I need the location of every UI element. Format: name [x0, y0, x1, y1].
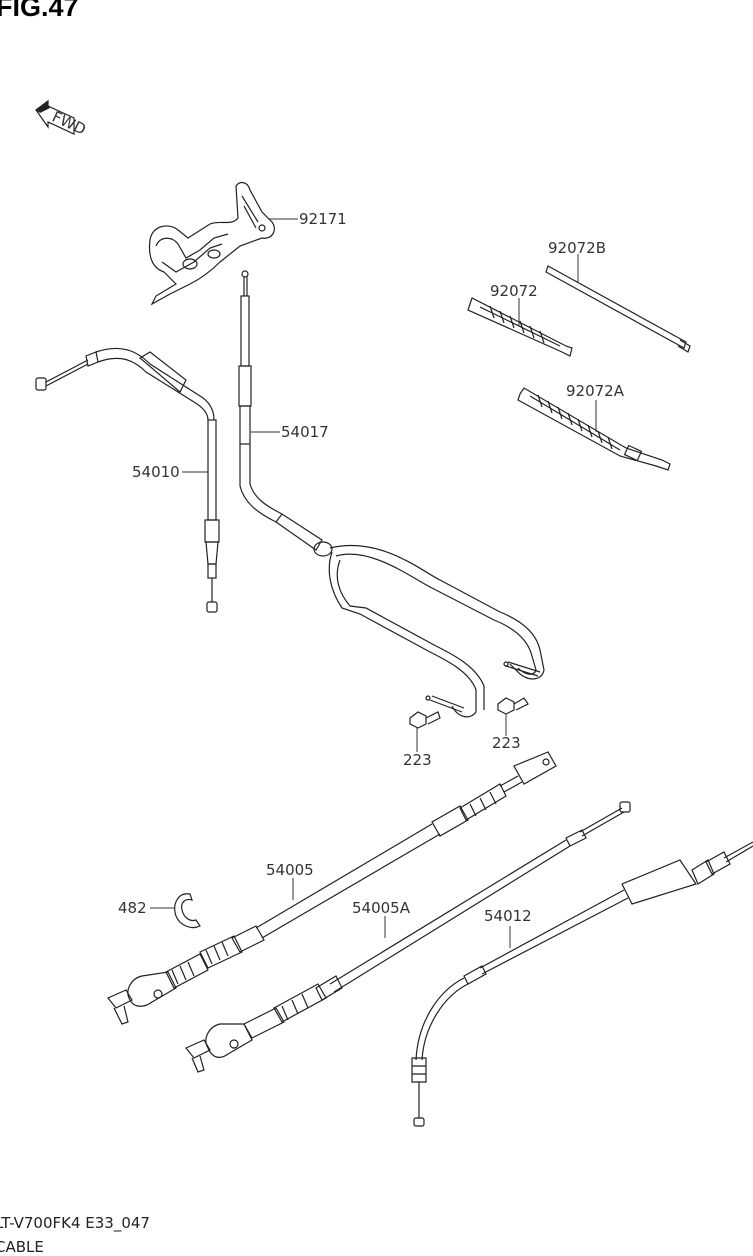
part-54010-choke-cable — [35, 347, 220, 613]
label-92072: 92072 — [490, 282, 538, 300]
label-54012: 54012 — [484, 907, 532, 925]
part-92072A-cable-tie — [517, 387, 671, 471]
fwd-arrow-icon: FWD — [35, 99, 89, 139]
part-482-clip — [174, 893, 201, 929]
section-name: CABLE — [0, 1238, 44, 1256]
part-54012-reverse-cable — [411, 841, 753, 1127]
part-92072-cable-tie — [467, 297, 573, 357]
part-223-screw-left — [409, 711, 441, 729]
label-223-right: 223 — [492, 734, 521, 752]
part-54005A-brake-cable — [185, 801, 631, 1073]
fwd-label: FWD — [49, 108, 88, 139]
label-92072A: 92072A — [566, 382, 625, 400]
label-92171: 92171 — [299, 210, 347, 228]
label-482: 482 — [118, 899, 147, 917]
part-92072B-cable-tie — [545, 265, 691, 353]
label-54017: 54017 — [281, 423, 329, 441]
figure-title: FIG.47 — [0, 0, 79, 22]
label-54005: 54005 — [266, 861, 314, 879]
label-54005A: 54005A — [352, 899, 411, 917]
part-223-screw-right — [497, 697, 529, 715]
model-code: LT-V700FK4 E33_047 — [0, 1214, 150, 1232]
label-54010: 54010 — [132, 463, 180, 481]
label-223-left: 223 — [403, 751, 432, 769]
part-92171-bracket — [148, 181, 275, 306]
part-54005-brake-cable — [107, 751, 557, 1025]
label-92072B: 92072B — [548, 239, 606, 257]
part-54017-throttle-cable — [238, 270, 545, 718]
